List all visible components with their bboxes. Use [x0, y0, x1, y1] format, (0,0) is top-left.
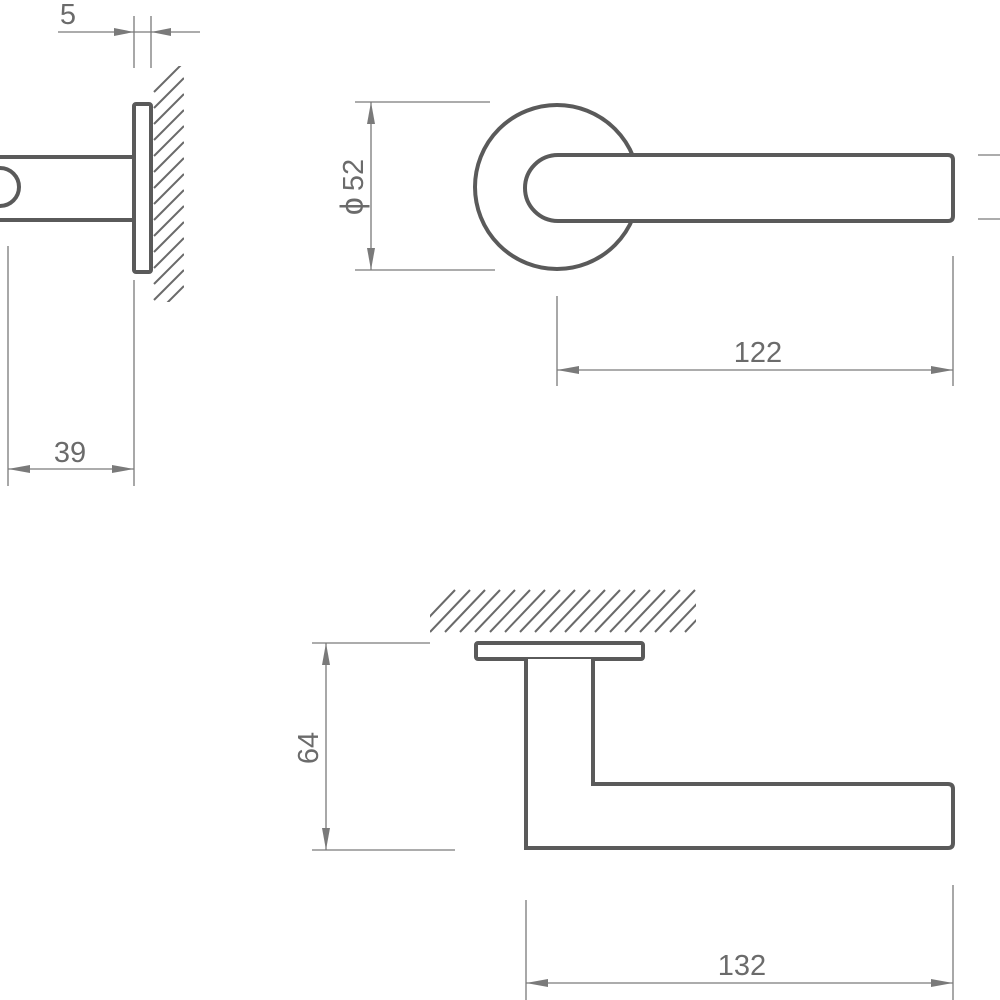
dim-label-132: 132	[718, 950, 766, 982]
wall-hatch-top	[430, 589, 696, 633]
diameter-symbol: ϕ	[334, 197, 370, 215]
rose-side	[132, 102, 153, 274]
dim-label-5: 5	[60, 0, 76, 31]
dim-label-diameter-52: ϕ 52	[334, 159, 370, 215]
rose-top	[474, 641, 645, 661]
top-view: 64 132	[293, 589, 955, 1000]
dim-label-122: 122	[734, 337, 782, 369]
front-view: ϕ 52 122	[334, 101, 1000, 386]
side-view: 5 39	[0, 0, 200, 486]
wall-hatch-side	[153, 66, 184, 302]
lever-end-curve	[0, 166, 21, 208]
lever-front	[523, 153, 955, 223]
lever-top	[524, 659, 955, 850]
dim-label-39: 39	[54, 437, 86, 469]
dim-label-64: 64	[293, 732, 325, 764]
diameter-value: 52	[338, 159, 370, 191]
